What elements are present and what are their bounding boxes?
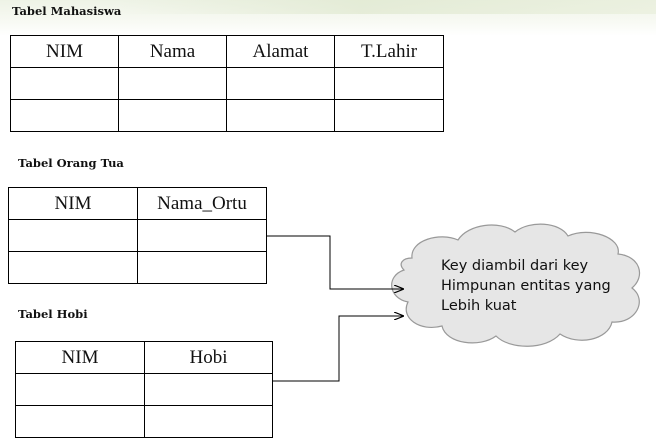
title-mahasiswa: Tabel Mahasiswa: [12, 4, 122, 18]
note-line: Lebih kuat: [441, 298, 517, 314]
connector-hobi: [273, 316, 403, 382]
table-cell: [118, 67, 227, 100]
title-orang-tua: Tabel Orang Tua: [18, 156, 124, 170]
table-cell: [15, 373, 145, 406]
table-row: [8, 251, 267, 284]
column-header: Nama: [118, 35, 227, 68]
table-cell: [8, 219, 138, 252]
table-mahasiswa: NIM Nama Alamat T.Lahir: [10, 35, 444, 132]
column-header: Alamat: [226, 35, 335, 68]
table-cell: [144, 405, 273, 438]
table-header-row: NIM Nama_Ortu: [8, 187, 267, 220]
table-cell: [10, 99, 119, 132]
cloud-shape: [391, 223, 641, 347]
title-hobi: Tabel Hobi: [18, 307, 88, 321]
table-cell: [144, 373, 273, 406]
cloud-note: Key diambil dari key Himpunan entitas ya…: [441, 256, 641, 316]
table-cell: [137, 251, 267, 284]
table-cell: [334, 67, 444, 100]
key-column-header: NIM: [8, 187, 138, 220]
table-row: [15, 405, 273, 438]
table-cell: [118, 99, 227, 132]
connector-orang-tua: [266, 235, 403, 289]
table-cell: [334, 99, 444, 132]
column-header: Nama_Ortu: [137, 187, 267, 220]
table-row: [10, 99, 444, 132]
table-cell: [226, 99, 335, 132]
table-cell: [15, 405, 145, 438]
table-orang-tua: NIM Nama_Ortu: [8, 187, 267, 284]
column-header: NIM: [10, 35, 119, 68]
note-line: Key diambil dari key: [441, 258, 589, 274]
key-column-header: NIM: [15, 341, 145, 374]
header-gradient: [0, 0, 656, 36]
column-header: T.Lahir: [334, 35, 444, 68]
table-row: [15, 373, 273, 406]
table-header-row: NIM Nama Alamat T.Lahir: [10, 35, 444, 68]
note-line: Himpunan entitas yang: [441, 278, 611, 294]
table-row: [10, 67, 444, 100]
table-hobi: NIM Hobi: [15, 341, 273, 438]
table-cell: [8, 251, 138, 284]
